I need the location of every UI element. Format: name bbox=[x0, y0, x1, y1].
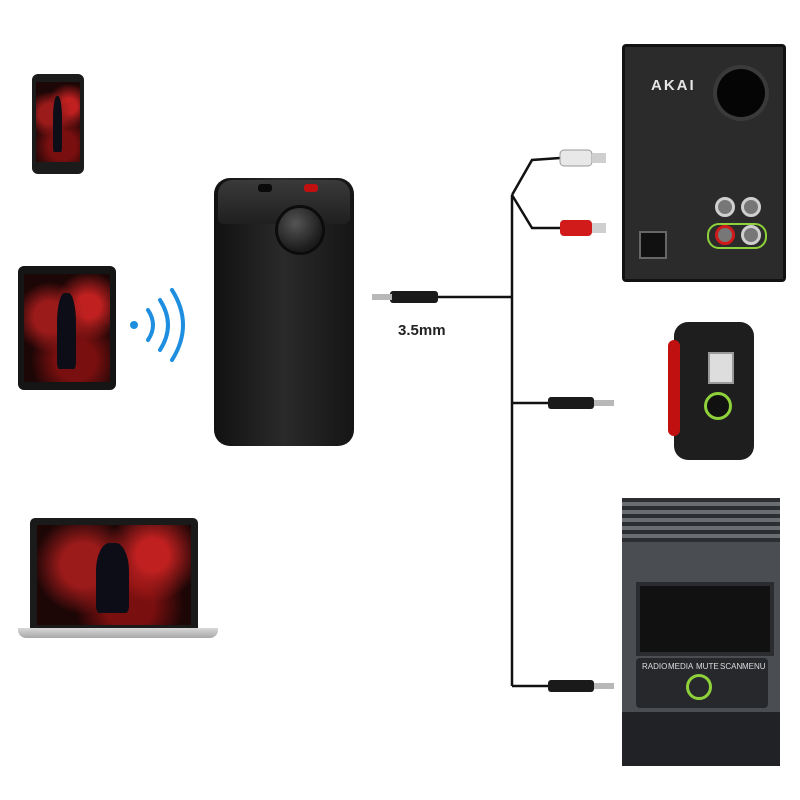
usb-charging-port bbox=[304, 184, 318, 192]
rca-input-red bbox=[715, 225, 735, 245]
speaker-brand-label: AKAI bbox=[651, 77, 696, 94]
menu-button-label: MENU bbox=[742, 662, 766, 671]
power-socket bbox=[639, 231, 667, 259]
laptop-screen bbox=[37, 525, 191, 625]
usb-port bbox=[708, 352, 734, 384]
bass-port bbox=[717, 69, 765, 117]
cable-size-label: 3.5mm bbox=[398, 322, 446, 339]
smartphone-screen bbox=[36, 82, 80, 162]
audio-port bbox=[258, 184, 272, 192]
3.5mm-jack-plug-icon bbox=[548, 397, 614, 409]
wire-network bbox=[438, 156, 561, 688]
red-trim bbox=[668, 340, 680, 436]
media-button-label: MEDIA bbox=[668, 662, 694, 671]
rca-plug-icon bbox=[560, 220, 606, 236]
head-unit-display bbox=[636, 582, 774, 656]
car-dashboard: RADIO MEDIA MUTE SCAN MENU bbox=[622, 498, 780, 766]
laptop-keyboard-base bbox=[18, 628, 218, 638]
radio-button-label: RADIO bbox=[642, 662, 668, 671]
tablet-screen bbox=[24, 274, 110, 382]
air-vent bbox=[622, 498, 780, 542]
3.5mm-jack-plug-icon bbox=[548, 680, 614, 692]
rca-input-left bbox=[715, 197, 735, 217]
mute-button-label: MUTE bbox=[696, 662, 719, 671]
aux-input-highlight bbox=[686, 674, 712, 700]
laptop bbox=[30, 518, 198, 630]
concert-image bbox=[36, 82, 80, 162]
scan-button-label: SCAN bbox=[720, 662, 743, 671]
aux-input-highlight bbox=[704, 392, 732, 420]
power-button bbox=[278, 208, 322, 252]
3.5mm-jack-plug-icon bbox=[372, 291, 438, 303]
studio-speaker-rear: AKAI bbox=[622, 44, 786, 282]
bluetooth-waves-icon bbox=[130, 288, 185, 362]
performer-silhouette bbox=[95, 543, 130, 613]
performer-silhouette bbox=[52, 96, 63, 153]
highlight-ring bbox=[707, 223, 767, 249]
climate-controls bbox=[622, 712, 780, 766]
rca-input-right bbox=[741, 197, 761, 217]
rca-plug-icon bbox=[559, 149, 606, 167]
bluetooth-receiver bbox=[214, 178, 354, 446]
tablet bbox=[18, 266, 116, 390]
portable-speaker bbox=[668, 322, 754, 460]
performer-silhouette bbox=[56, 293, 76, 370]
smartphone bbox=[32, 74, 84, 174]
